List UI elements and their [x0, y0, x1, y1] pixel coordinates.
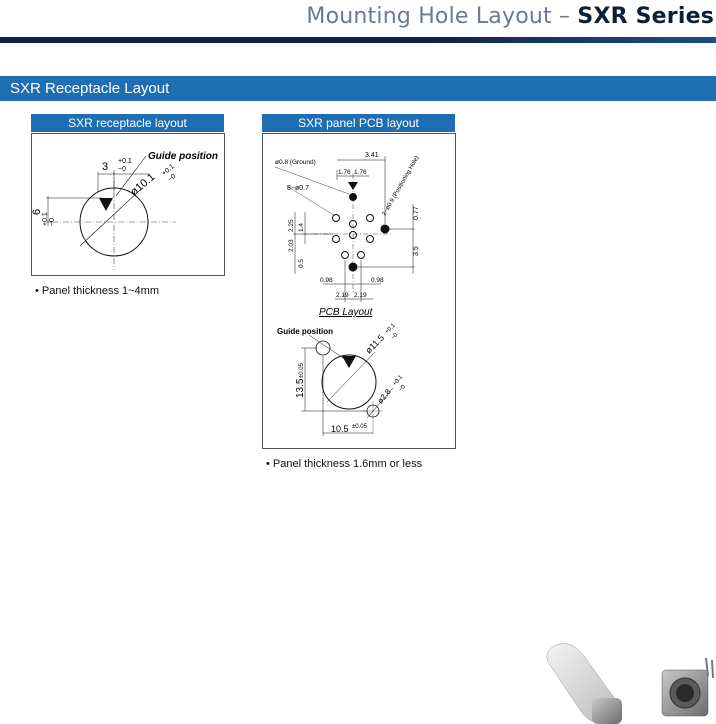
dim-1-76-b: 1.76	[354, 169, 367, 176]
pin-hole	[332, 235, 340, 243]
pcb-drawing-svg: 3.41 1.76 1.76 ø0.8 (Ground) 8−ø0.7 2−ø0…	[274, 152, 421, 436]
small-hole-diameter: ø2.8	[376, 387, 394, 405]
dim-0-98-b: 0.98	[371, 277, 384, 284]
width-tol-plus: +0.1	[118, 158, 132, 165]
pcb-panel-note: • Panel thickness 1.6mm or less	[266, 458, 423, 470]
dim-1-4: 1.4	[298, 223, 305, 232]
positioning-hole	[348, 262, 358, 272]
pin-hole	[349, 220, 357, 228]
dim-13-5-tol: ±0.05	[299, 362, 305, 378]
dim-0-77: 0.77	[413, 206, 420, 220]
pin-hole	[366, 214, 374, 222]
dim-10-5: 10.5	[331, 424, 349, 434]
dim-2-25: 2.25	[288, 219, 295, 232]
page-title: Mounting Hole Layout – SXR Series	[306, 4, 714, 29]
panel-guide-label: Guide position	[277, 327, 333, 336]
dim-2-19-b: 2.19	[354, 292, 367, 299]
guide-position-label: Guide position	[148, 151, 218, 162]
small-hole-tol-minus: −0	[398, 384, 407, 394]
receptacle-layout-heading: SXR receptacle layout	[31, 114, 224, 132]
positioning-hole	[380, 224, 390, 234]
ground-label: ø0.8 (Ground)	[275, 159, 316, 166]
pin-hole	[366, 235, 374, 243]
dim-1-76-a: 1.76	[338, 169, 351, 176]
plug-coupling	[592, 698, 622, 724]
diameter-label: ø10.1	[128, 171, 157, 198]
height-dim-label: 6	[32, 209, 43, 215]
dim-3-5: 3.5	[413, 246, 420, 256]
page-title-series: SXR Series	[577, 4, 714, 29]
receptacle-panel-note: • Panel thickness 1~4mm	[35, 285, 159, 297]
dim-10-5-tol: ±0.05	[352, 424, 368, 430]
page-title-main: Mounting Hole Layout –	[306, 4, 571, 29]
dim-2-03: 2.03	[288, 239, 295, 252]
width-dim-label: 3	[102, 161, 108, 173]
diameter-tol-minus: −0	[167, 173, 178, 184]
cutout-diameter-tol-minus: −0	[390, 332, 400, 342]
pin-hole	[349, 231, 357, 239]
dim-2-19-a: 2.19	[336, 292, 349, 299]
dim-3-41: 3.41	[365, 152, 379, 159]
holes-label: 8−ø0.7	[287, 185, 309, 192]
main-cutout	[321, 354, 377, 410]
width-tol-minus: −0	[118, 166, 126, 173]
dim-0-98-a: 0.98	[320, 277, 333, 284]
pcb-layout-caption: PCB Layout	[319, 307, 374, 318]
pin-hole	[332, 214, 340, 222]
dim-13-5: 13.5	[295, 378, 306, 398]
pcb-layout-drawing: 3.41 1.76 1.76 ø0.8 (Ground) 8−ø0.7 2−ø0…	[262, 133, 456, 449]
pin-hole	[341, 251, 349, 259]
pcb-layout-heading: SXR panel PCB layout	[262, 114, 455, 132]
section-title: SXR Receptacle Layout	[10, 80, 170, 97]
product-photo	[546, 643, 714, 724]
pin-hole	[357, 251, 365, 259]
receptacle-layout-drawing: 3 +0.1 −0 Guide position 6 +0.1 −0 ø10.1…	[31, 133, 225, 276]
header-rule	[0, 37, 716, 43]
section-bar: SXR Receptacle Layout	[0, 76, 716, 101]
height-tol-minus: −0	[49, 218, 56, 226]
receptacle-drawing-svg: 3 +0.1 −0 Guide position 6 +0.1 −0 ø10.1…	[31, 151, 218, 270]
ground-hole	[349, 193, 357, 201]
dim-0-5: 0.5	[298, 259, 305, 268]
height-tol-plus: +0.1	[42, 212, 49, 226]
